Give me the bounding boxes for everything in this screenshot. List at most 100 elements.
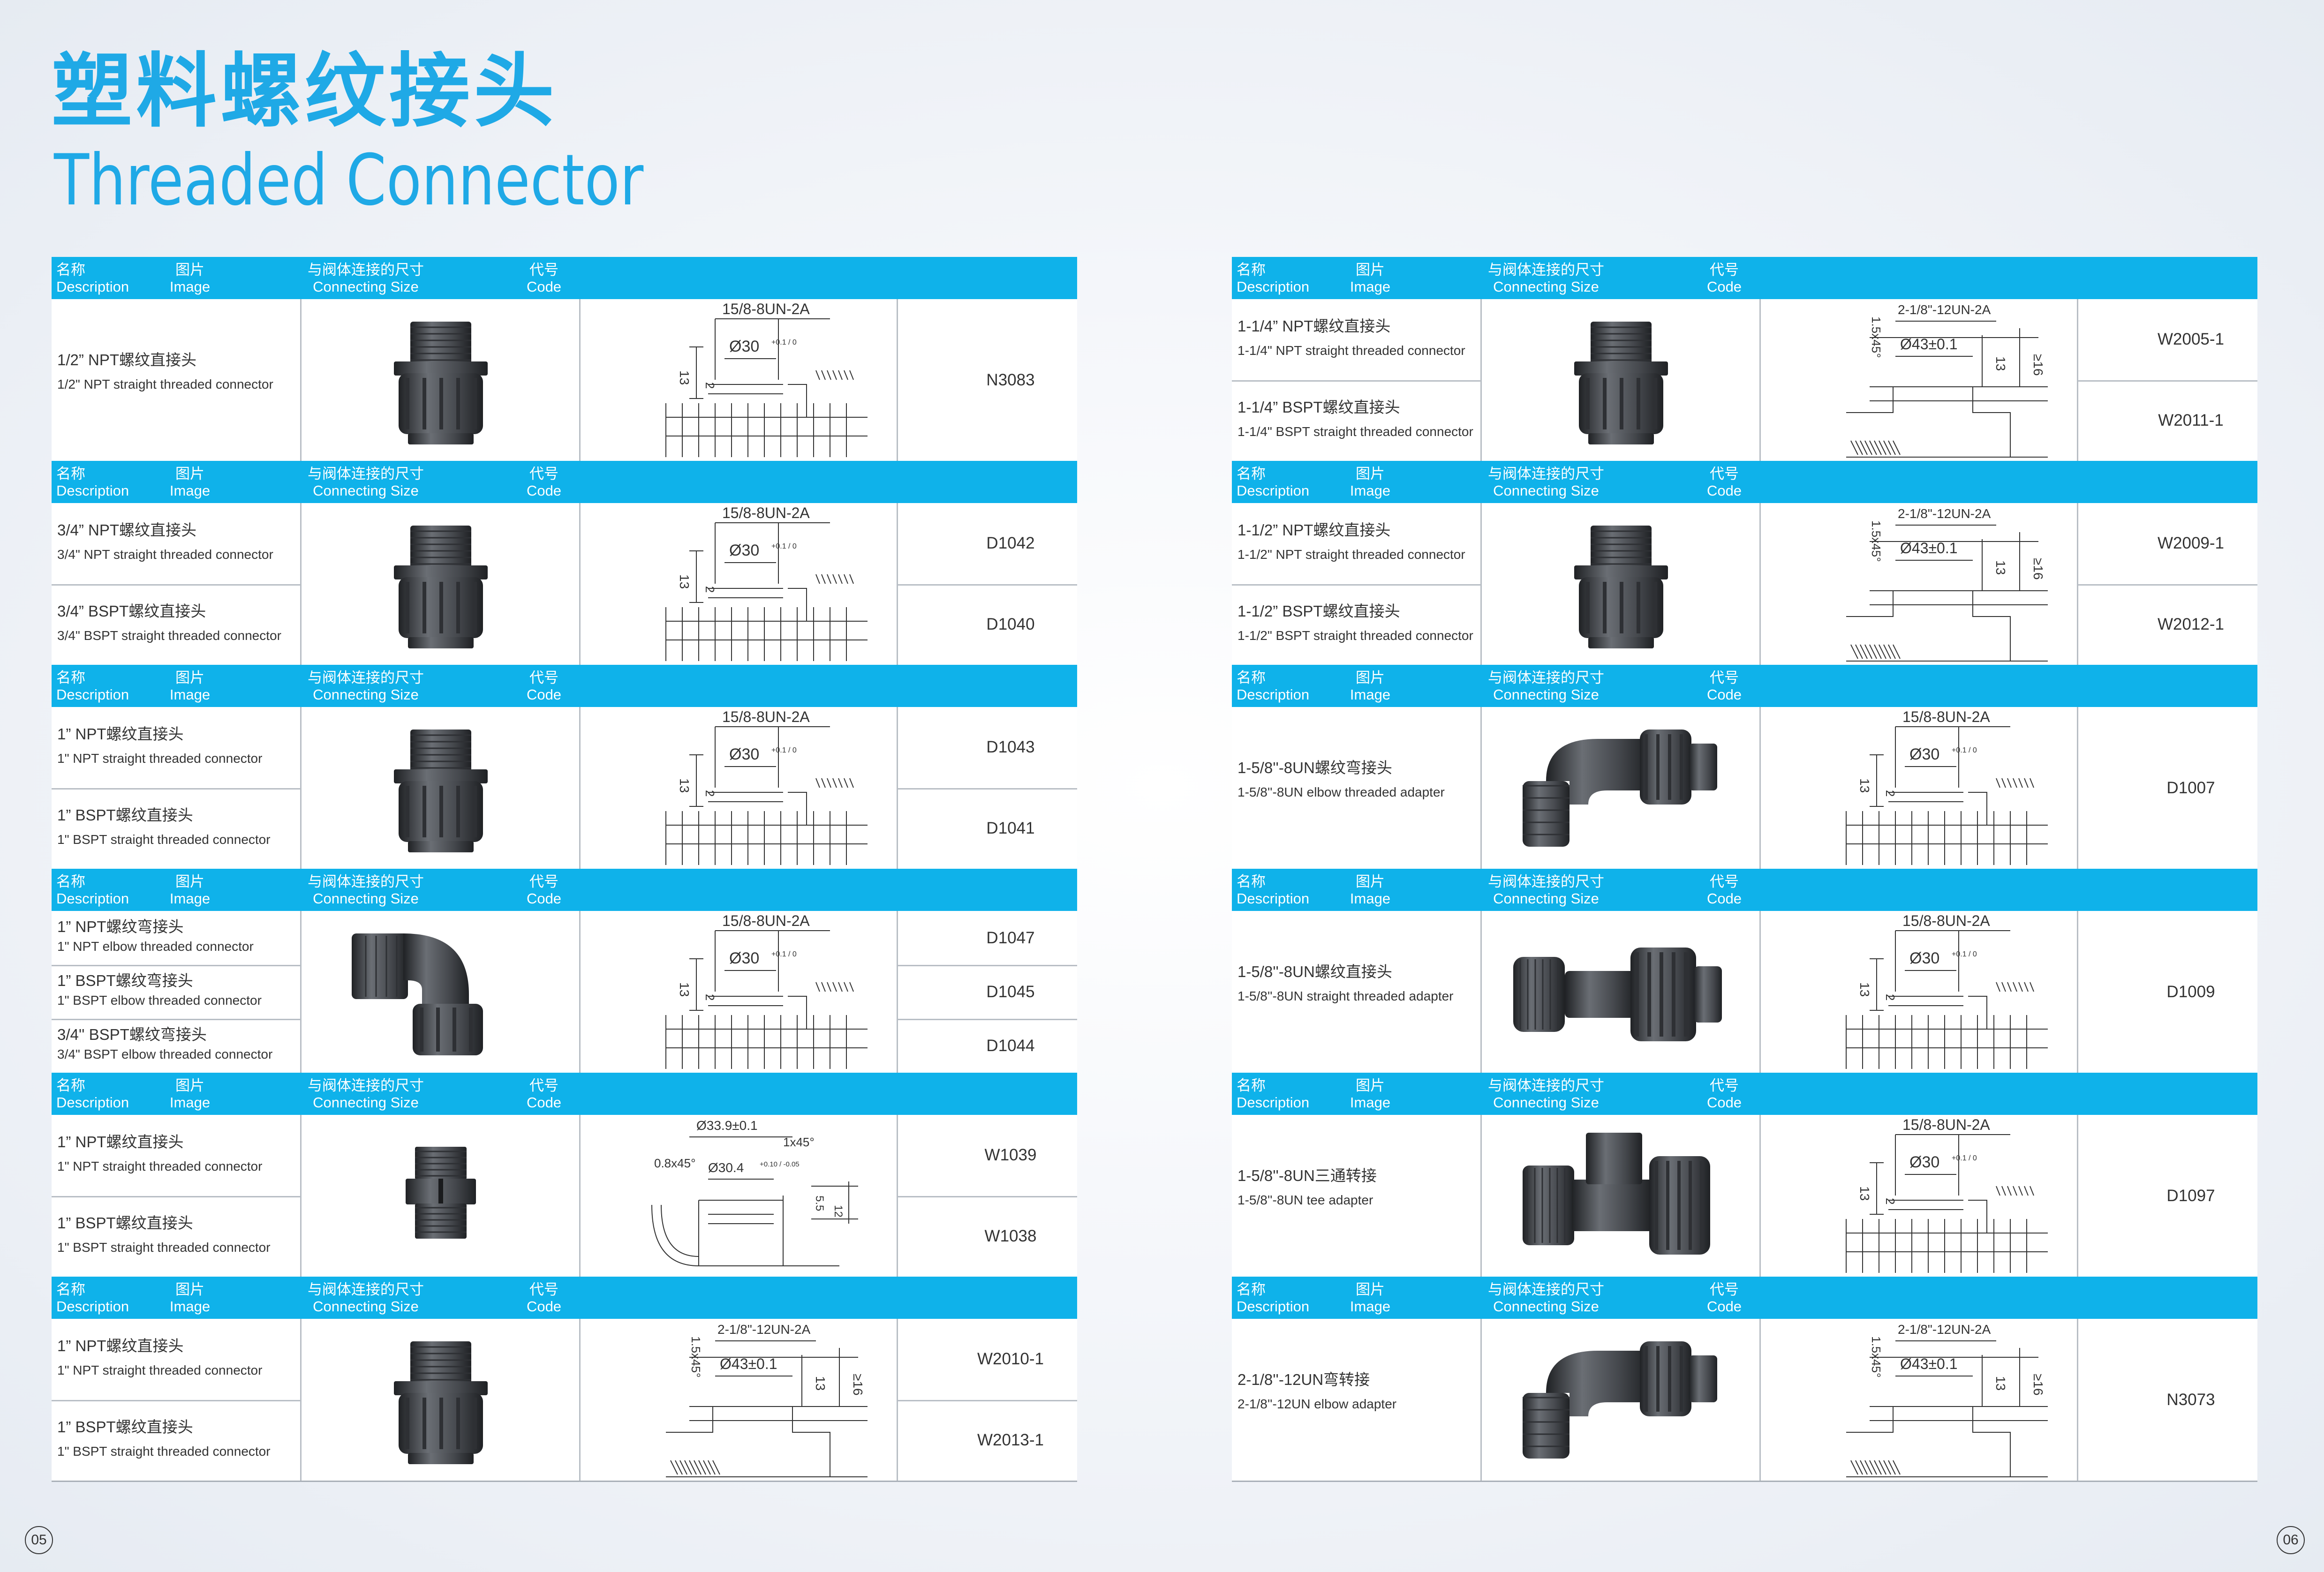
dimension-label: +0.1 / 0	[1952, 1154, 1977, 1162]
dimension-label: ≥16	[2031, 558, 2045, 580]
product-image-cell	[1494, 711, 1748, 868]
product-code: D1043	[986, 738, 1035, 756]
product-code: D1042	[986, 534, 1035, 552]
dimension-label: 2	[703, 586, 717, 593]
dimension-label: Ø43±0.1	[720, 1355, 777, 1372]
product-code: D1009	[2166, 983, 2215, 1001]
dimension-label: Ø30	[729, 745, 759, 763]
dimension-label: Ø30	[1909, 745, 1939, 763]
header-image-cn: 图片	[1356, 1281, 1385, 1298]
column-divider	[1759, 1115, 1761, 1277]
header-description-en: Description	[56, 686, 129, 703]
header-code-en: Code	[1706, 1298, 1742, 1315]
product-image-cell	[314, 507, 567, 664]
header-size-cn: 与阀体连接的尺寸	[1488, 873, 1604, 890]
header-size-en: Connecting Size	[1493, 1298, 1599, 1315]
header-image-cn: 图片	[1356, 466, 1385, 482]
header-code-en: Code	[526, 278, 562, 295]
product-name-cn: 1-1/4” NPT螺纹直接头	[1237, 317, 1391, 335]
header-code-en: Code	[1706, 482, 1742, 499]
header-code-en: Code	[526, 686, 562, 703]
product-code: N3073	[2166, 1391, 2215, 1409]
dimension-label: 2	[703, 382, 717, 389]
header-image-cn: 图片	[175, 1077, 204, 1094]
row-divider	[897, 1400, 1077, 1401]
header-size-cn: 与阀体连接的尺寸	[308, 1281, 424, 1298]
header-size-cn: 与阀体连接的尺寸	[1488, 262, 1604, 278]
product-image-cell	[1494, 915, 1748, 1072]
dimension-label: 13	[1857, 982, 1872, 997]
product-name-cn: 1” BSPT螺纹直接头	[57, 1214, 193, 1232]
product-name-cn: 1-1/4” BSPT螺纹直接头	[1237, 399, 1400, 416]
dimension-label: 15/8-8UN-2A	[722, 708, 810, 725]
header-image-en: Image	[1350, 890, 1391, 907]
row-divider	[897, 584, 1077, 586]
product-code: D1041	[986, 819, 1035, 837]
product-name-en: 1" BSPT straight threaded connector	[57, 1444, 271, 1459]
dimension-label: 2	[703, 790, 717, 797]
header-image-en: Image	[1350, 278, 1391, 295]
product-name-cn: 1” NPT螺纹弯接头	[57, 918, 184, 935]
header-size-cn: 与阀体连接的尺寸	[308, 1077, 424, 1094]
header-image-en: Image	[169, 890, 211, 907]
row-divider	[52, 1019, 300, 1020]
dimension-label: 13	[1993, 560, 2008, 575]
header-size-en: Connecting Size	[1493, 278, 1599, 295]
dimension-label: 15/8-8UN-2A	[722, 301, 810, 317]
column-divider	[1480, 911, 1482, 1073]
dimension-label: 0.8x45°	[654, 1156, 695, 1170]
header-description-cn: 名称	[56, 466, 85, 482]
row-divider	[2077, 380, 2257, 382]
column-divider	[579, 503, 581, 665]
dimension-label: 13	[677, 778, 692, 793]
dimension-label: 13	[677, 574, 692, 589]
row-divider	[897, 965, 1077, 966]
dimension-label: Ø30	[1909, 949, 1939, 967]
header-description-en: Description	[56, 1298, 129, 1315]
header-size-en: Connecting Size	[1493, 1094, 1599, 1111]
header-size-en: Connecting Size	[1493, 482, 1599, 499]
header-size-en: Connecting Size	[313, 1298, 419, 1315]
header-description-en: Description	[56, 278, 129, 295]
header-image-en: Image	[1350, 1094, 1391, 1111]
product-name-en: 3/4" BSPT straight threaded connector	[57, 628, 281, 643]
header-image-cn: 图片	[175, 262, 204, 278]
product-name-en: 1-1/2" BSPT straight threaded connector	[1237, 628, 1473, 643]
header-code-cn: 代号	[1710, 1281, 1739, 1298]
header-image-cn: 图片	[1356, 669, 1385, 686]
dimension-label: 12	[832, 1205, 845, 1218]
header-code-cn: 代号	[1710, 669, 1739, 686]
dimension-label: 2-1/8"-12UN-2A	[1898, 302, 1991, 317]
